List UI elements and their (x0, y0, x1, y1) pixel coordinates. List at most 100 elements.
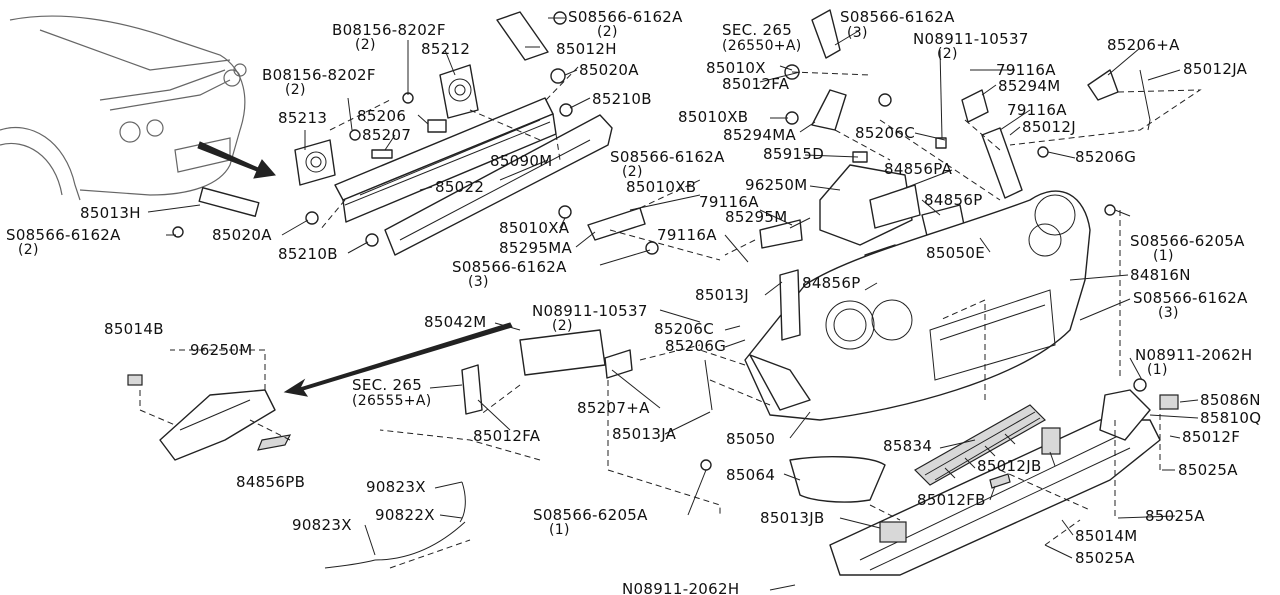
callout-c2: B08156-8202F (332, 21, 446, 39)
callout-c1-qty: (2) (597, 24, 618, 40)
callout-c47: 84856P (802, 274, 861, 292)
callout-c57: 85086N (1200, 391, 1261, 409)
callout-c17-qty: (26550+A) (722, 38, 801, 54)
bolt-s08566-6205A-upper (1104, 204, 1116, 216)
clip-85206 (427, 119, 447, 133)
callout-c37: 79116A (699, 193, 759, 211)
bracket-85013H (198, 187, 260, 217)
bracket-85294MA (811, 89, 847, 131)
bracket-85012FA (461, 364, 483, 415)
callout-c43-qty: (3) (468, 274, 489, 290)
callout-c79: N08911-2062H (622, 580, 739, 595)
bracket-85206A (1087, 69, 1119, 101)
callout-c15: 85020A (212, 226, 272, 244)
callout-c3: 85212 (421, 40, 470, 58)
callout-c69: 85012JB (977, 457, 1042, 475)
callout-c76: 85013JB (760, 509, 825, 527)
bolt-s08566-6205A-lower (700, 459, 712, 471)
callout-c53: N08911-10537 (532, 302, 648, 320)
detail-arrow (283, 322, 513, 397)
nut-85210B-lower (365, 233, 379, 247)
callout-c18: 85010X (706, 59, 766, 77)
reflector-85064 (789, 456, 886, 503)
callout-c5: B08156-8202F (262, 66, 376, 84)
callout-c44: S08566-6205A (1130, 232, 1245, 250)
callout-c32: S08566-6162A (610, 148, 725, 166)
callout-c1: S08566-6162A (568, 8, 683, 26)
callout-c77: 85014M (1075, 527, 1137, 545)
callout-c54: 85206C (654, 320, 714, 338)
callout-c5-qty: (2) (285, 82, 306, 98)
callout-c20: 85010XB (678, 108, 748, 126)
insert-85012FB (989, 473, 1011, 489)
callout-c9: 85206 (357, 107, 406, 125)
callout-c12: 85022 (435, 178, 484, 196)
callout-c23: N08911-10537 (913, 30, 1029, 48)
callout-c43: S08566-6162A (452, 258, 567, 276)
strip-85012JA (1139, 69, 1151, 131)
callout-c61: 85207+A (577, 399, 650, 417)
callout-c22: S08566-6162A (840, 8, 955, 26)
callout-c32-qty: (2) (622, 164, 643, 180)
callout-c7: 85210B (592, 90, 652, 108)
callout-c74: 90823X (292, 516, 352, 534)
callout-c70: 85012FB (917, 491, 986, 509)
callout-c46: 84816N (1130, 266, 1191, 284)
callout-c63: 85013JA (612, 425, 677, 443)
callout-c10: 85207 (362, 126, 411, 144)
callout-c78: 85025A (1075, 549, 1135, 567)
callout-c29: 85012J (1022, 118, 1076, 136)
bolt-s08566-3 (878, 93, 892, 107)
clip-85012JB (1041, 427, 1061, 455)
callout-c52: 85042M (424, 313, 486, 331)
callout-c68: 85064 (726, 466, 775, 484)
callout-c8: 85213 (278, 109, 327, 127)
callout-c23-qty: (2) (937, 46, 958, 62)
side-bracket-85810Q (1099, 389, 1151, 441)
leader-lines (147, 17, 1199, 591)
trim-90822X (374, 521, 466, 561)
callout-labels: S08566-6162A (2) B08156-8202F (2) 85212 … (6, 8, 1261, 595)
bracket-85012FA-top (811, 9, 841, 59)
nut-N08911-2062H (1133, 378, 1147, 392)
callout-c36: 84856PA (884, 160, 953, 178)
callout-c59: 85012F (1182, 428, 1240, 446)
bracket-85212 (439, 64, 479, 119)
callout-c51: 96250M (190, 341, 252, 359)
bracket-85012J (981, 127, 1023, 199)
callout-c71: 85025A (1145, 507, 1205, 525)
bracket-85013J (779, 269, 801, 341)
callout-c17: SEC. 265 (722, 21, 792, 39)
bumper-fascia-85050 (744, 190, 1091, 421)
callout-c65: 85834 (883, 437, 932, 455)
callout-c75-qty: (1) (549, 522, 570, 538)
bracket-85012H (496, 11, 549, 61)
callout-c60: SEC. 265 (352, 376, 422, 394)
callout-c58: 85810Q (1200, 409, 1261, 427)
bracket-85213 (294, 139, 336, 186)
callout-c56-qty: (1) (1147, 362, 1168, 378)
vehicle-reference-outline (0, 15, 247, 201)
callout-c60-qty: (26555+A) (352, 393, 431, 409)
callout-c33: 85915D (763, 145, 824, 163)
callout-c38: 84856P (924, 191, 983, 209)
callout-c30: 85206C (855, 124, 915, 142)
strip-85013JA (704, 359, 713, 411)
callout-c48: 85013J (695, 286, 749, 304)
callout-c75: S08566-6205A (533, 506, 648, 524)
callout-c16: 85210B (278, 245, 338, 263)
callout-c19: 85012FA (722, 75, 790, 93)
callout-c4: 85012H (556, 40, 617, 58)
callout-c45: 85050E (926, 244, 985, 262)
clip-85086N (1159, 394, 1179, 410)
callout-c14: S08566-6162A (6, 226, 121, 244)
bracket-85294M (961, 89, 989, 123)
bolt-s08566-3-left (645, 241, 659, 255)
callout-c11: 85090M (490, 152, 552, 170)
callout-c21: 85294MA (723, 126, 796, 144)
callout-c28: 79116A (1007, 101, 1067, 119)
detail-bracket-96250M (127, 374, 292, 461)
callout-c14-qty: (2) (18, 242, 39, 258)
clip-85206C (935, 137, 947, 149)
trim-90823X-lower (324, 559, 376, 569)
